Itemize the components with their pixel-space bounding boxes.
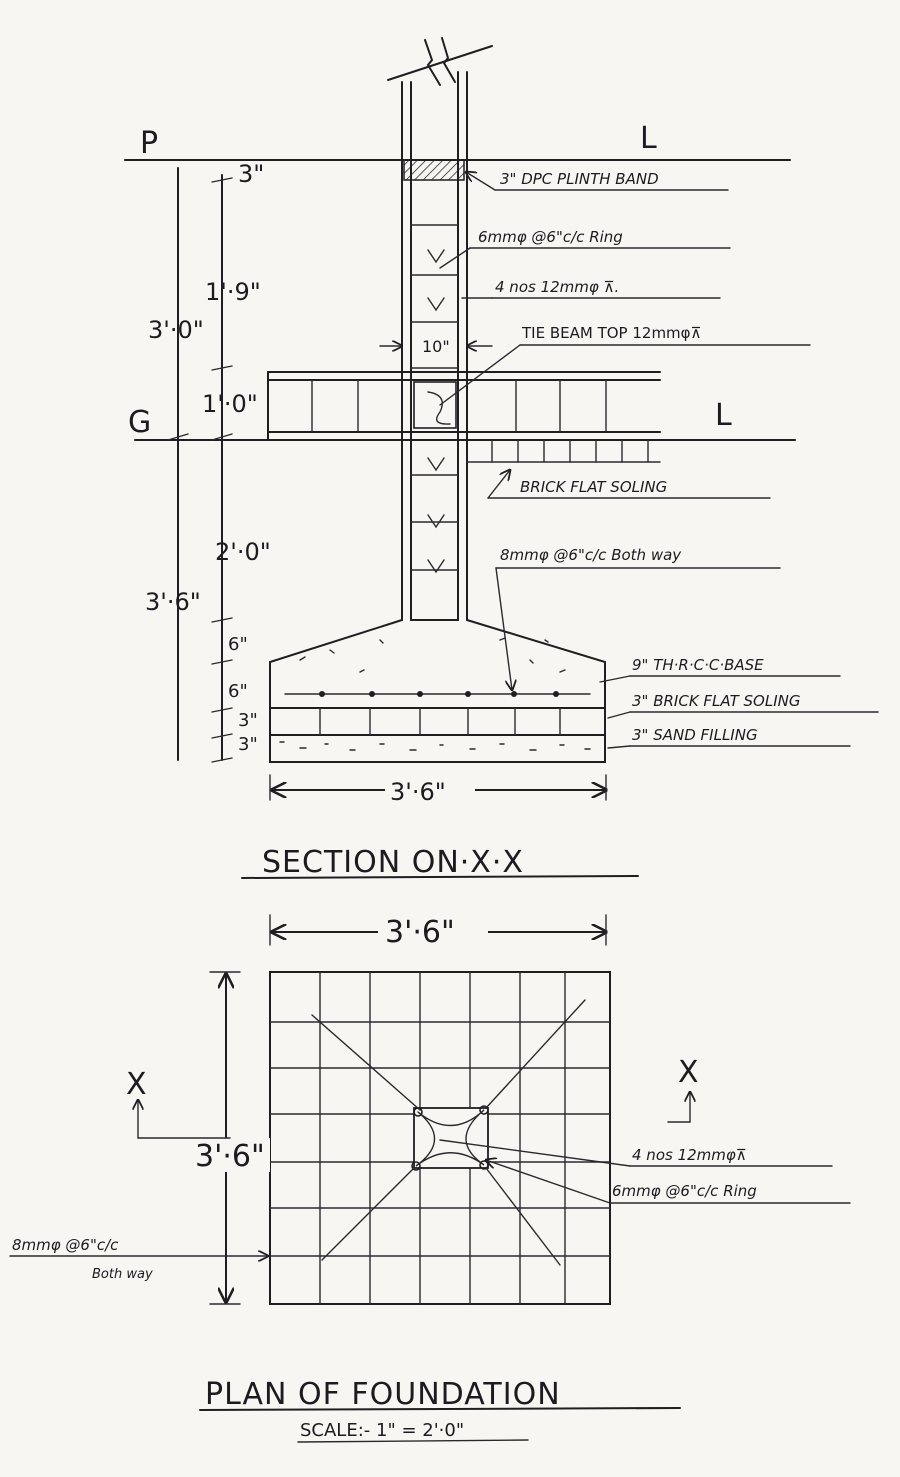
dim-3in-b: 3"	[238, 734, 258, 755]
dpc-hatch	[403, 159, 465, 181]
tie-beam-label: TIE BEAM TOP 12mmφ⊼	[521, 324, 702, 342]
plan-title: PLAN OF FOUNDATION	[205, 1377, 561, 1412]
plan-diagonal-1	[311, 1014, 421, 1111]
ring-leader	[439, 247, 471, 269]
break-symbol	[424, 39, 441, 86]
footing-outline	[269, 619, 606, 763]
plan-dim-left-text-bg	[190, 1138, 270, 1172]
section-title: SECTION ON·X·X	[262, 845, 524, 880]
dim-base-text-bg	[385, 774, 475, 804]
plan-drawing: 3'·6"	[9, 914, 851, 1443]
tie-beam-stirrups	[311, 379, 607, 433]
section-title-underline	[241, 875, 639, 879]
dim-3in-a: 3"	[238, 710, 258, 731]
plan-bar-2	[479, 1105, 489, 1115]
section-marker-left: X	[126, 1067, 147, 1102]
rcc-base-label: 9" TH·R·C·C·BASE	[632, 656, 764, 674]
brick-flat-soling-label: BRICK FLAT SOLING	[520, 478, 667, 496]
ring-label: 6mmφ @6"c/c Ring	[478, 228, 623, 246]
plan-diagonal-3	[321, 1167, 415, 1261]
dpc-leader	[466, 172, 496, 191]
plan-dim-left: 3'·6"	[195, 1139, 265, 1174]
mesh-leader	[495, 567, 512, 690]
plan-scale: SCALE:- 1" = 2'·0"	[300, 1420, 464, 1441]
column-break-line	[387, 45, 493, 81]
dim-1-9: 1'·9"	[205, 278, 261, 306]
brick-flat-soling-under-beam	[466, 439, 661, 463]
dim-3in-top: 3"	[238, 160, 264, 188]
rcc-base-leader	[599, 675, 631, 683]
level-p-label: P	[140, 126, 158, 161]
brick-joints	[319, 707, 561, 736]
section-drawing: P L G L	[124, 37, 879, 880]
plan-title-underline	[199, 1407, 681, 1411]
dim-1-0: 1'·0"	[202, 390, 258, 418]
plan-scale-underline	[297, 1439, 529, 1443]
plan-mesh-label-1: 8mmφ @6"c/c	[12, 1236, 119, 1254]
plan-dim-top-text-bg	[378, 915, 488, 947]
plan-ring-label: 6mmφ @6"c/c Ring	[612, 1182, 757, 1200]
brick-soling-3-label: 3" BRICK FLAT SOLING	[632, 692, 800, 710]
dim-3-6-left: 3'·6"	[145, 588, 201, 616]
plan-ring-leader	[486, 1160, 611, 1204]
dim-3-0: 3'·0"	[148, 316, 204, 344]
level-g-label: G	[128, 405, 151, 440]
dim-6in-b: 6"	[228, 681, 248, 702]
level-l-label-top: L	[640, 121, 657, 156]
brick-soling-leader	[487, 470, 510, 499]
tie-beam-leader	[439, 344, 521, 406]
plan-mesh-label-2: Both way	[92, 1267, 153, 1282]
break-symbol-2	[441, 37, 456, 83]
plan-bars-label: 4 nos 12mmφ⊼	[632, 1146, 747, 1164]
plan-diagonal-4	[485, 1167, 561, 1266]
dpc-label: 3" DPC PLINTH BAND	[500, 170, 659, 188]
plan-diagonal-2	[485, 999, 586, 1109]
dim-6in-a: 6"	[228, 634, 248, 655]
brick-soling-3-leader	[607, 711, 631, 719]
level-l-label-ground: L	[715, 398, 732, 433]
tie-beam-section	[413, 381, 457, 429]
tie-bar-hook	[427, 391, 451, 425]
column-rings	[410, 224, 459, 574]
plan-dim-top: 3'·6"	[385, 915, 455, 950]
dim-10in: 10"	[422, 337, 450, 356]
concrete-dots	[299, 637, 566, 673]
section-marker-right: X	[678, 1055, 699, 1090]
bars-label: 4 nos 12mmφ ⊼.	[495, 278, 619, 296]
dim-ticks	[167, 177, 233, 763]
dim-2-0: 2'·0"	[215, 538, 271, 566]
sand-label: 3" SAND FILLING	[632, 726, 758, 744]
dim-3-6-base: 3'·6"	[390, 778, 446, 806]
plan-mesh-grid	[269, 971, 611, 1305]
plan-bars-leader	[439, 1139, 631, 1167]
sand-leader	[607, 745, 631, 749]
plan-bar-3	[411, 1161, 421, 1171]
sand-fill-dots	[279, 741, 591, 751]
mesh-label: 8mmφ @6"c/c Both way	[500, 546, 682, 564]
mesh-bar-dots	[319, 691, 559, 697]
